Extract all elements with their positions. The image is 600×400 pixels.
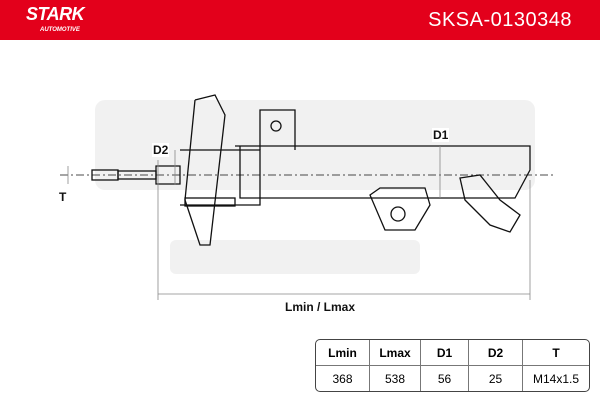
watermark-shape — [95, 100, 535, 274]
spec-table: Lmin Lmax D1 D2 T 368 538 56 25 M14x1.5 — [315, 339, 590, 392]
td-lmax: 538 — [370, 366, 421, 391]
length-label: Lmin / Lmax — [284, 300, 357, 314]
th-lmin: Lmin — [316, 340, 370, 366]
d1-label: D1 — [432, 128, 450, 142]
t-label: T — [58, 190, 68, 204]
table-row: 368 538 56 25 M14x1.5 — [316, 366, 589, 391]
th-d1: D1 — [421, 340, 469, 366]
th-t: T — [523, 340, 589, 366]
brand-logo-sub: AUTOMOTIVE — [40, 27, 80, 33]
shock-absorber-drawing — [60, 94, 555, 300]
th-lmax: Lmax — [370, 340, 421, 366]
th-d2: D2 — [469, 340, 523, 366]
td-lmin: 368 — [316, 366, 370, 391]
brand-logo: STARK — [26, 4, 85, 24]
td-t: M14x1.5 — [532, 371, 580, 386]
d2-label: D2 — [152, 143, 170, 157]
table-header-row: Lmin Lmax D1 D2 T — [316, 340, 589, 366]
part-number: SKSA-0130348 — [428, 9, 572, 31]
td-d1: 56 — [421, 366, 469, 391]
header-bar: STARK AUTOMOTIVE SKSA-0130348 — [0, 0, 600, 40]
td-d2: 25 — [469, 366, 523, 391]
